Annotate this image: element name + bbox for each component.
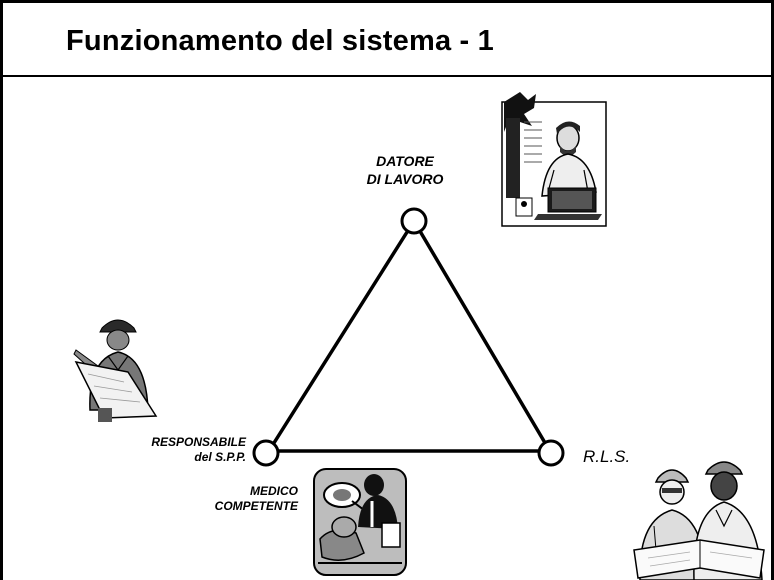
- edge-datore-rls: [412, 219, 553, 455]
- two-workers-clipart: [633, 461, 765, 580]
- label-rspp-line2: del S.P.P.: [194, 450, 246, 464]
- label-rls: R.L.S.: [583, 447, 631, 466]
- safety-worker-clipart: [73, 319, 158, 422]
- node-rls: [537, 439, 565, 467]
- title-bar: Funzionamento del sistema - 1: [3, 3, 771, 77]
- label-responsabile-spp: RESPONSABILE del S.P.P.: [108, 435, 246, 465]
- doctor-patient-clipart: [313, 468, 407, 576]
- node-datore: [400, 207, 428, 235]
- office-worker-clipart: [501, 92, 607, 227]
- label-medico-line2: COMPETENTE: [214, 499, 298, 513]
- label-rspp-line1: RESPONSABILE: [151, 435, 246, 449]
- slide-title: Funzionamento del sistema - 1: [66, 25, 494, 57]
- label-datore-line1: DATORE: [376, 153, 434, 169]
- node-rspp: [252, 439, 280, 467]
- label-datore-di-lavoro: DATORE DI LAVORO: [353, 152, 457, 188]
- label-datore-line2: DI LAVORO: [366, 171, 444, 187]
- label-medico-line1: MEDICO: [250, 484, 298, 498]
- edge-datore-rspp: [265, 219, 416, 456]
- label-medico-competente: MEDICO COMPETENTE: [206, 484, 298, 514]
